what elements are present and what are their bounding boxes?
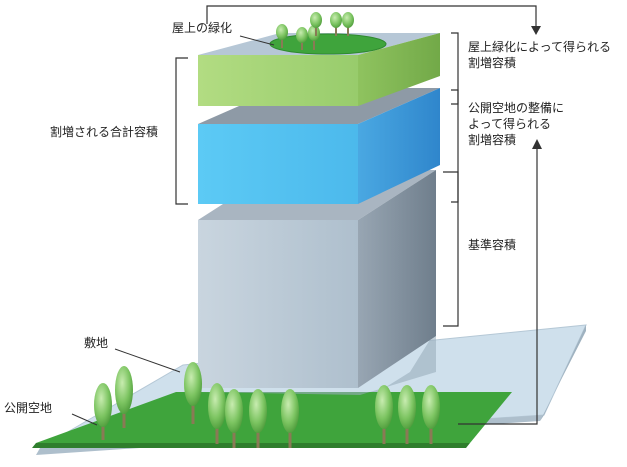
label-bonus-open-line2: よって得られる <box>468 117 552 131</box>
bracket-base-volume <box>443 171 459 327</box>
arrow-rooftop-to-bonus <box>206 5 541 35</box>
ground-tree-icon <box>208 383 226 444</box>
ground-tree-icon <box>115 366 133 428</box>
open-space-lawn <box>32 392 512 448</box>
label-bonus-open-line1: 公開空地の整備に <box>468 101 565 115</box>
leader-rooftop-greening <box>239 35 275 46</box>
ground-trees <box>94 362 440 448</box>
rooftop-lawn <box>269 33 387 55</box>
label-rooftop-greening: 屋上の緑化 <box>172 21 233 35</box>
ground-tree-icon <box>281 389 299 448</box>
bracket-total-bonus <box>175 57 188 205</box>
label-bonus-rooftop-line1: 屋上緑化によって得られる <box>468 40 612 54</box>
rooftop-trees <box>276 12 354 50</box>
ground-tree-icon <box>398 385 416 444</box>
ground-tree-icon <box>94 383 112 440</box>
arrow-openspace-to-bonus <box>458 139 542 425</box>
leader-site <box>114 348 181 373</box>
rooftop-tree-icon <box>330 12 342 36</box>
ground-tree-icon <box>184 362 202 424</box>
rooftop-tree-icon <box>276 24 288 48</box>
bracket-openspace-bonus <box>451 89 459 203</box>
rooftop-tree-icon <box>310 12 322 36</box>
ground-tree-icon <box>249 389 267 448</box>
base-volume-block <box>198 170 436 388</box>
label-site: 敷地 <box>84 336 109 350</box>
bracket-rooftop-bonus <box>451 32 459 105</box>
label-total-bonus: 割増される合計容積 <box>50 125 159 139</box>
ground-tree-icon <box>225 389 243 448</box>
label-bonus-rooftop-line2: 割増容積 <box>468 56 517 70</box>
rooftop-tree-icon <box>342 12 354 36</box>
ground-tree-icon <box>422 385 440 444</box>
label-open-space: 公開空地 <box>4 401 53 415</box>
label-bonus-open-line3: 割増容積 <box>468 133 517 147</box>
label-base-volume: 基準容積 <box>468 238 517 252</box>
leader-open-space <box>71 413 98 426</box>
ground-tree-icon <box>375 385 393 444</box>
rooftop-tree-icon <box>296 27 308 50</box>
